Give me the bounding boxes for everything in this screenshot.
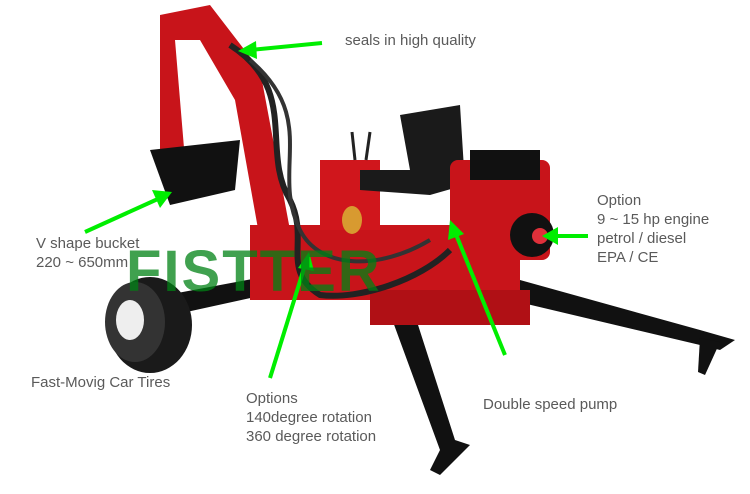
seat xyxy=(360,105,465,195)
arrow-bucket xyxy=(84,196,161,234)
rotation-label-line: 140degree rotation xyxy=(246,409,372,426)
engine-label-line: Option xyxy=(597,192,642,209)
arrow-seals xyxy=(249,41,323,52)
tires-label: Fast-Movig Car Tires xyxy=(31,374,171,391)
watermark-logo: FISTTER xyxy=(126,239,382,304)
front-outrigger xyxy=(385,300,470,475)
rotation-label: Options 140degree rotation 360 degree ro… xyxy=(246,389,376,446)
engine-label-line: EPA / CE xyxy=(597,249,659,266)
arrow-pump xyxy=(453,231,507,356)
engine-label-line: petrol / diesel xyxy=(597,230,687,247)
engine-label: Option 9 ~ 15 hp engine petrol / diesel … xyxy=(597,191,709,267)
boom-arm xyxy=(160,5,290,240)
bucket xyxy=(150,140,240,205)
right-outrigger-foot xyxy=(698,338,720,375)
seals-label: seals in high quality xyxy=(345,32,476,49)
rotation-label-line: 360 degree rotation xyxy=(246,428,377,445)
arrow-rotation xyxy=(268,264,307,379)
bucket-label-line: V shape bucket xyxy=(36,235,140,252)
pump-label: Double speed pump xyxy=(483,396,618,413)
oil-filter xyxy=(342,206,362,234)
bucket-label-line: 220 ~ 650mm xyxy=(36,254,129,271)
engine-label-line: 9 ~ 15 hp engine xyxy=(597,211,710,228)
right-outrigger xyxy=(510,280,735,350)
rotation-label-line: Options xyxy=(246,390,298,407)
hydraulic-hoses xyxy=(228,42,453,299)
wheel xyxy=(105,277,192,373)
base-lower xyxy=(370,290,530,325)
bucket-label: V shape bucket 220 ~ 650mm xyxy=(36,234,139,272)
